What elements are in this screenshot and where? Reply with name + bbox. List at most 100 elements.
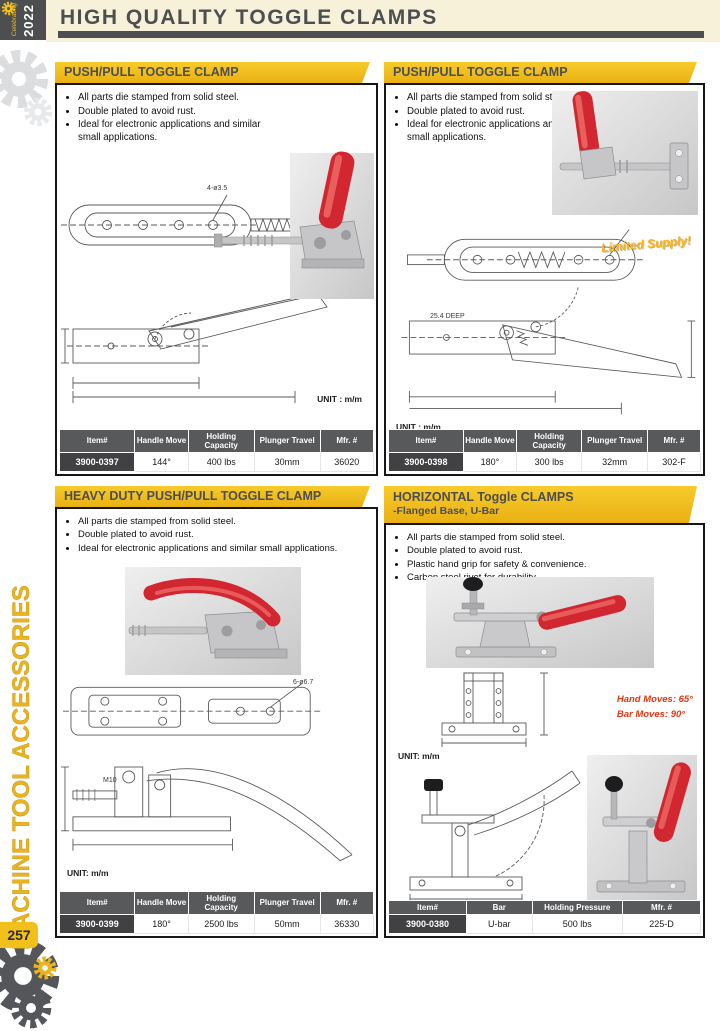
feature-item: All parts die stamped from solid steel.	[407, 532, 697, 544]
handle-move-value: 180°	[462, 452, 517, 472]
holding-capacity-value: 2500 lbs	[187, 914, 255, 934]
mfr-number-value: 36020	[319, 452, 375, 472]
panel-title-text: PUSH/PULL TOGGLE CLAMP	[64, 65, 239, 79]
gear-icon	[0, 49, 49, 109]
col-header-handle-move: Handle Move	[134, 428, 189, 454]
unit-label: UNIT : m/m	[317, 394, 362, 404]
panel-title: PUSH/PULL TOGGLE CLAMP	[384, 62, 697, 83]
col-header-handle-move: Handle Move	[462, 428, 517, 454]
feature-item: All parts die stamped from solid steel.	[407, 92, 593, 105]
plunger-travel-value: 50mm	[253, 914, 321, 934]
spec-table: Item# Handle Move Holding Capacity Plung…	[58, 428, 375, 472]
col-header-item: Item#	[58, 890, 136, 916]
col-header-mfr: Mfr. #	[319, 428, 375, 454]
holding-capacity-value: 400 lbs	[187, 452, 255, 472]
col-header-plunger-travel: Plunger Travel	[581, 428, 648, 454]
dimension-callout: 4-ø3.5	[207, 185, 228, 192]
col-header-handle-move: Handle Move	[134, 890, 189, 916]
col-header-holding-capacity: Holding Capacity	[187, 428, 255, 454]
panel-subtitle-text: -Flanged Base, U-Bar	[393, 505, 500, 517]
mfr-number-value: 225-D	[621, 914, 702, 934]
mfr-number-value: 302-F	[646, 452, 702, 472]
bar-moves-note: Bar Moves: 90°	[616, 708, 686, 720]
col-header-mfr: Mfr. #	[621, 899, 702, 916]
panel-title: HEAVY DUTY PUSH/PULL TOGGLE CLAMP	[55, 486, 370, 507]
item-number: 3900-0398	[388, 452, 464, 472]
spec-row: 3900-0399 180° 2500 lbs 50mm 36330	[58, 914, 375, 934]
col-header-item: Item#	[388, 899, 467, 916]
product-panel-push-pull-0398: PUSH/PULL TOGGLE CLAMP All parts die sta…	[384, 62, 705, 476]
page-number: 257	[0, 922, 38, 948]
technical-drawing	[441, 672, 548, 747]
panel-body: All parts die stamped from solid steel. …	[384, 83, 705, 476]
gear-icon	[23, 97, 53, 127]
product-photo	[213, 151, 374, 301]
feature-list: All parts die stamped from solid steel. …	[65, 92, 264, 144]
product-photo	[420, 575, 660, 670]
feature-item: Ideal for electronic applications and si…	[78, 543, 370, 555]
col-header-mfr: Mfr. #	[319, 890, 375, 916]
technical-drawing	[60, 682, 353, 861]
spec-table: Item# Handle Move Holding Capacity Plung…	[388, 428, 702, 472]
panel-title-text: PUSH/PULL TOGGLE CLAMP	[393, 65, 568, 79]
panel-body: All parts die stamped from solid steel. …	[55, 507, 378, 938]
feature-item: Ideal for electronic applications and si…	[407, 119, 593, 144]
holding-pressure-value: 500 lbs	[531, 914, 623, 934]
brand-logo: Celebrating 2022	[0, 0, 46, 40]
col-header-holding-capacity: Holding Capacity	[515, 428, 583, 454]
gear-icon	[1, 1, 16, 16]
panel-title-text: HEAVY DUTY PUSH/PULL TOGGLE CLAMP	[64, 489, 322, 503]
feature-item: Double plated to avoid rust.	[78, 106, 264, 119]
product-panel-heavy-duty-0399: HEAVY DUTY PUSH/PULL TOGGLE CLAMP All pa…	[55, 486, 378, 938]
holding-capacity-value: 300 lbs	[515, 452, 583, 472]
item-number: 3900-0380	[388, 914, 467, 934]
gear-icon	[33, 956, 57, 980]
panel-body: All parts die stamped from solid steel. …	[55, 83, 378, 476]
technical-drawing	[401, 229, 696, 415]
page-title: HIGH QUALITY TOGGLE CLAMPS	[60, 6, 438, 29]
item-number: 3900-0399	[58, 914, 136, 934]
spec-row: 3900-0380 U-bar 500 lbs 225-D	[388, 914, 702, 934]
logo-celebrating-text: Celebrating	[10, 3, 18, 37]
col-header-mfr: Mfr. #	[646, 428, 702, 454]
movement-notes: Hand Moves: 65° Bar Moves: 90°	[617, 693, 693, 722]
mfr-number-value: 36330	[319, 914, 375, 934]
feature-item: Ideal for electronic applications and si…	[78, 119, 264, 144]
feature-item: Double plated to avoid rust.	[78, 529, 370, 541]
col-header-plunger-travel: Plunger Travel	[253, 428, 321, 454]
product-photo	[550, 89, 700, 217]
product-photo	[585, 753, 699, 903]
spec-row: 3900-0397 144° 400 lbs 30mm 36020	[58, 452, 375, 472]
item-number: 3900-0397	[58, 452, 136, 472]
feature-item: Plastic hand grip for safety & convenien…	[407, 559, 697, 571]
gear-icon	[10, 987, 52, 1029]
col-header-item: Item#	[58, 428, 136, 454]
plunger-travel-value: 32mm	[581, 452, 648, 472]
plunger-travel-value: 30mm	[253, 452, 321, 472]
spec-table: Item# Bar Holding Pressure Mfr. # 3900-0…	[388, 899, 702, 934]
title-underline	[58, 31, 704, 38]
spec-table: Item# Handle Move Holding Capacity Plung…	[58, 890, 375, 934]
panel-title: PUSH/PULL TOGGLE CLAMP	[55, 62, 370, 83]
technical-drawing	[409, 770, 581, 904]
dimension-callout: 6-ø6.7	[293, 679, 314, 686]
panel-title: HORIZONTAL Toggle CLAMPS -Flanged Base, …	[384, 486, 697, 523]
feature-item: Double plated to avoid rust.	[407, 106, 593, 119]
spec-row: 3900-0398 180° 300 lbs 32mm 302-F	[388, 452, 702, 472]
sidebar-vertical-title: MACHINE TOOL ACCESSORIES	[8, 585, 35, 950]
product-photo	[123, 565, 303, 677]
col-header-plunger-travel: Plunger Travel	[253, 890, 321, 916]
hand-moves-note: Hand Moves: 65°	[616, 694, 693, 705]
handle-move-value: 180°	[134, 914, 189, 934]
product-panel-horizontal-0380: HORIZONTAL Toggle CLAMPS -Flanged Base, …	[384, 486, 705, 938]
feature-list: All parts die stamped from solid steel. …	[394, 92, 593, 144]
panel-title-text: HORIZONTAL Toggle CLAMPS	[393, 490, 574, 504]
col-header-bar: Bar	[466, 899, 533, 916]
product-panel-push-pull-0397: PUSH/PULL TOGGLE CLAMP All parts die sta…	[55, 62, 378, 476]
dimension-callout: M10	[103, 777, 117, 784]
feature-item: All parts die stamped from solid steel.	[78, 516, 370, 528]
col-header-holding-pressure: Holding Pressure	[531, 899, 623, 916]
feature-item: Double plated to avoid rust.	[407, 545, 697, 557]
feature-item: All parts die stamped from solid steel.	[78, 92, 264, 105]
handle-move-value: 144°	[134, 452, 189, 472]
